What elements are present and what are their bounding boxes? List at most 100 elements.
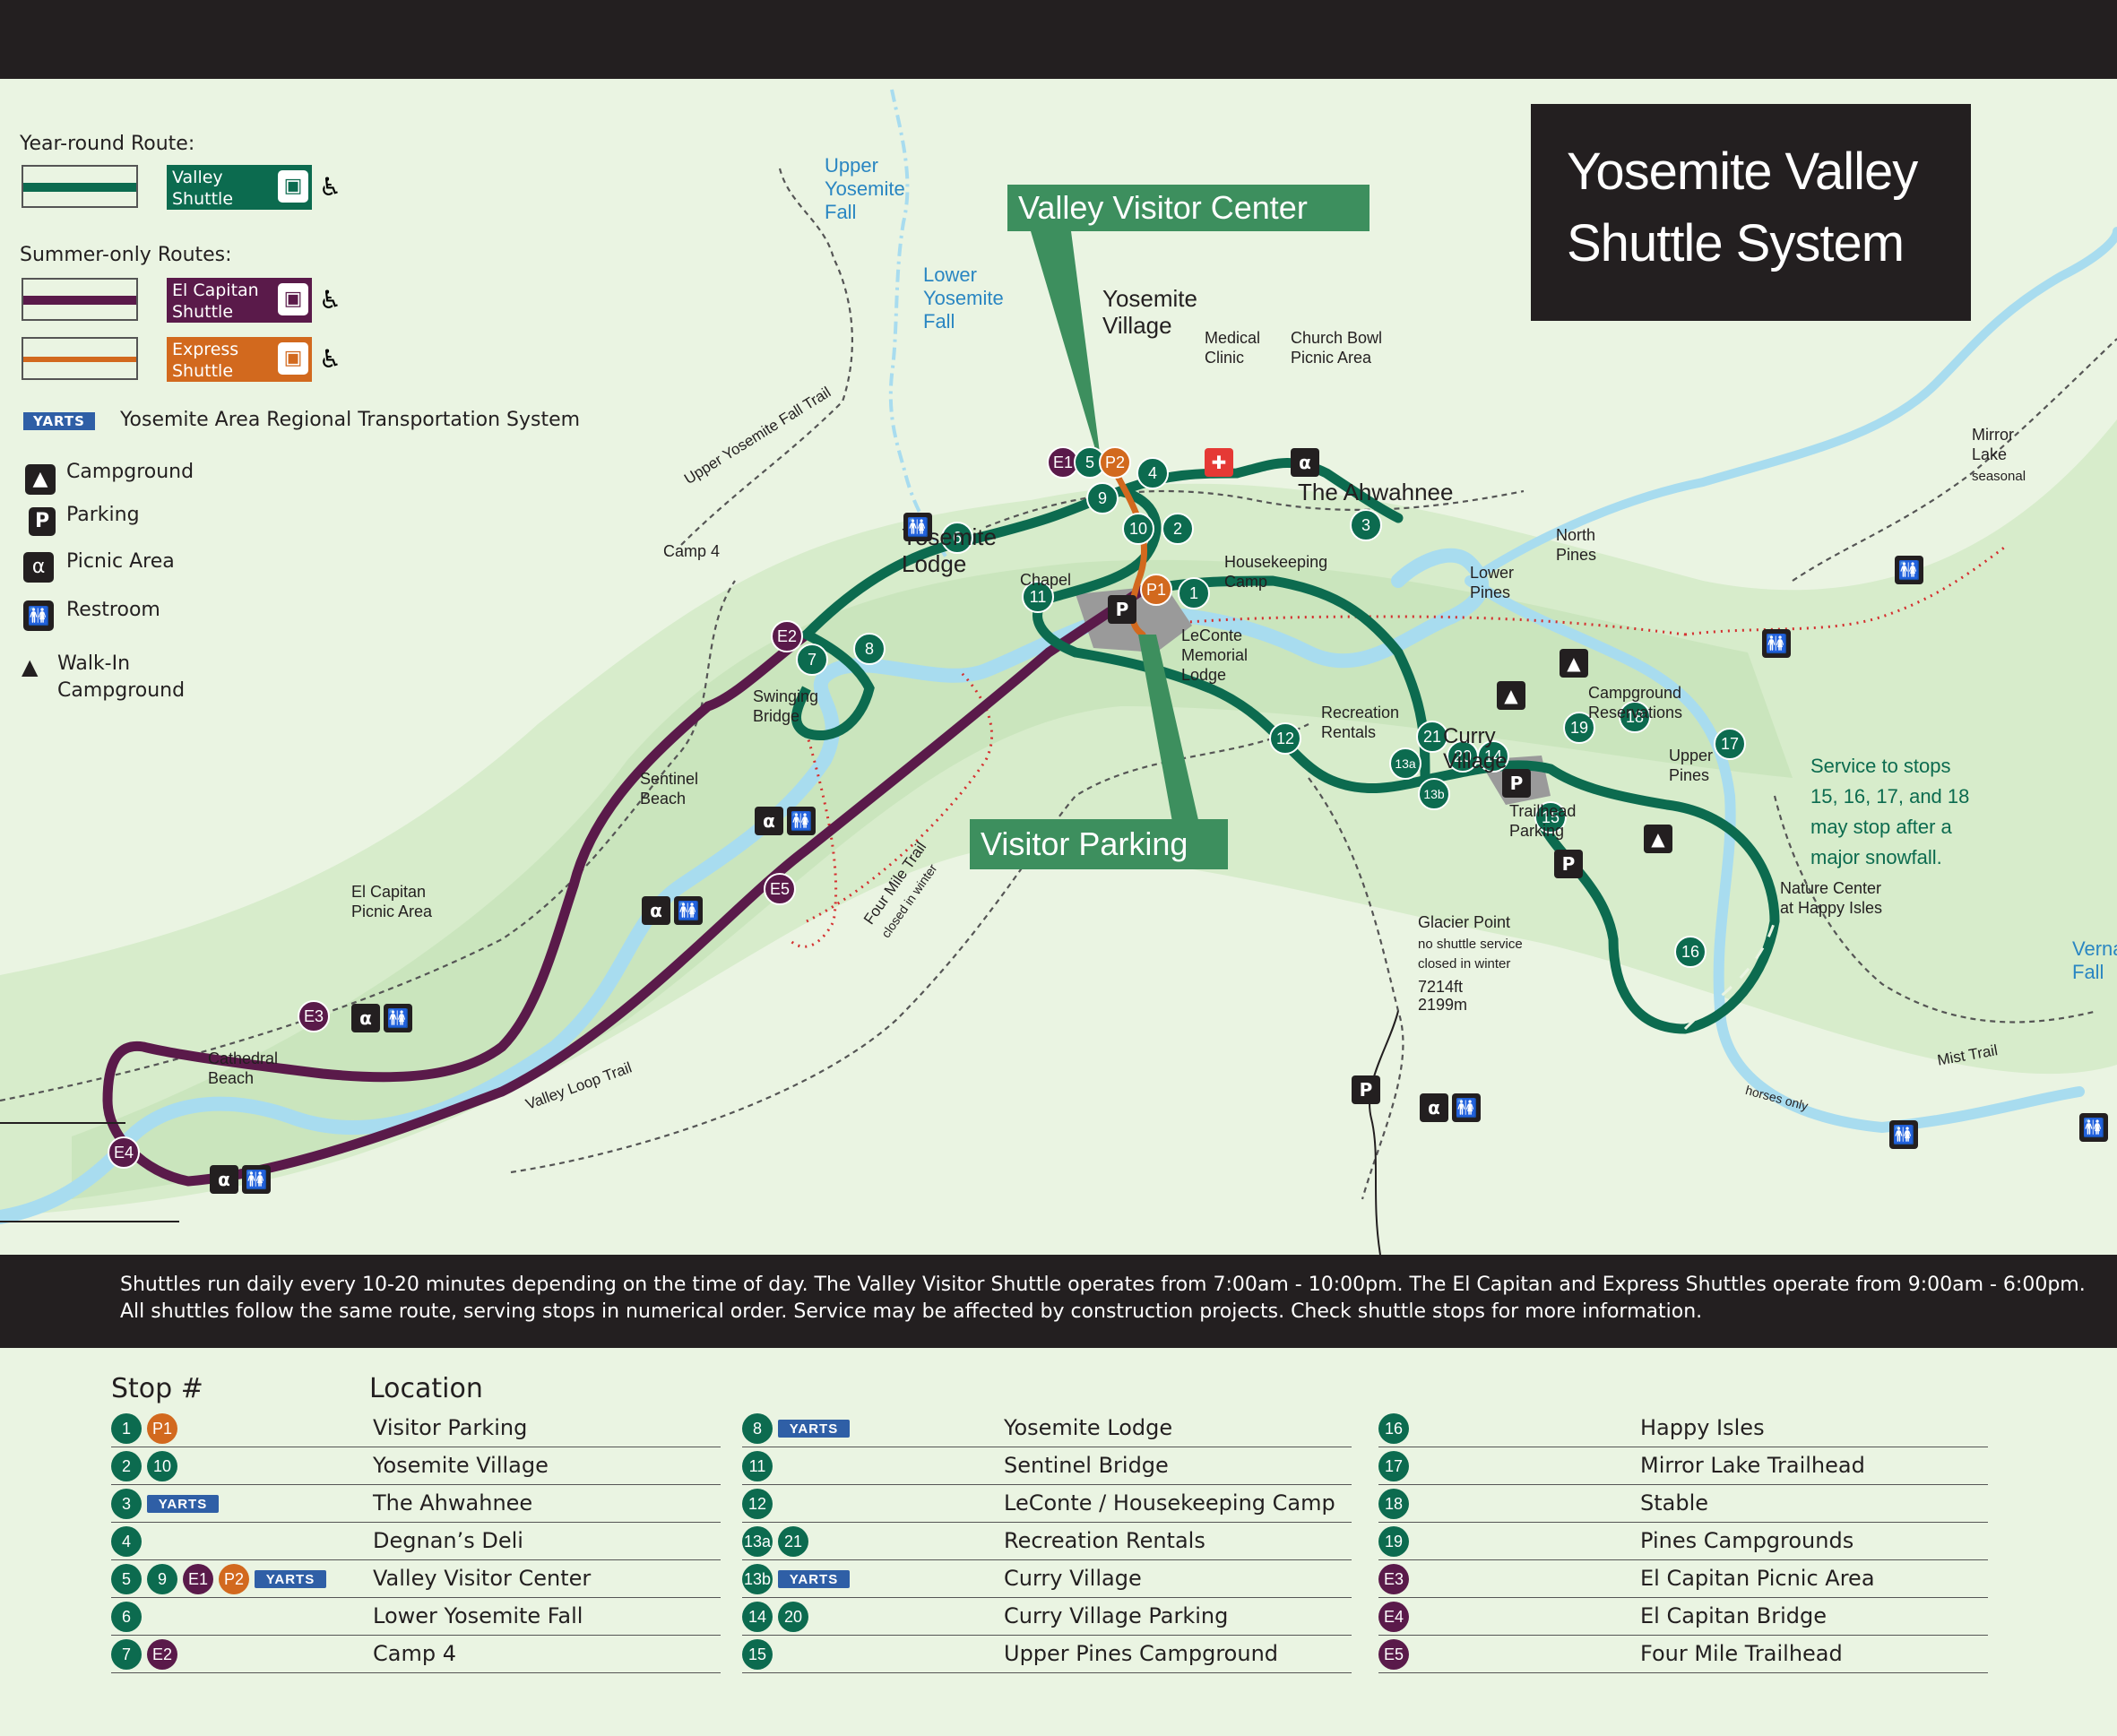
map-stop-P2[interactable]: P2 bbox=[1099, 446, 1131, 479]
stop-badge: 7 bbox=[111, 1639, 142, 1670]
map-stop-E4[interactable]: E4 bbox=[108, 1136, 140, 1169]
stop-badge: 2 bbox=[111, 1451, 142, 1481]
stop-chips: 15 bbox=[742, 1639, 773, 1670]
stop-location: Stable bbox=[1640, 1490, 1709, 1516]
snowfall-service-note: Service to stops 15, 16, 17, and 18 may … bbox=[1810, 755, 1970, 868]
label-elev-m: 2199m bbox=[1418, 996, 1468, 1014]
stop-badge: E2 bbox=[147, 1639, 177, 1670]
map-stop-7[interactable]: 7 bbox=[796, 643, 828, 676]
stop-chips: E3 bbox=[1378, 1564, 1409, 1594]
map-stop-6[interactable]: 6 bbox=[941, 522, 973, 554]
map-stop-E3[interactable]: E3 bbox=[298, 1000, 330, 1032]
map-stop-E2[interactable]: E2 bbox=[771, 620, 803, 652]
map-stop-14[interactable]: 14 bbox=[1477, 740, 1509, 773]
stop-badge: 13a bbox=[742, 1526, 773, 1557]
stop-chips: 16 bbox=[1378, 1413, 1409, 1444]
campground-icon: ▲ bbox=[1560, 649, 1588, 678]
map-stop-16[interactable]: 16 bbox=[1674, 936, 1707, 968]
stop-location: The Ahwahnee bbox=[373, 1490, 533, 1516]
map-stop-E5[interactable]: E5 bbox=[764, 873, 796, 905]
stop-badge: E3 bbox=[1378, 1564, 1409, 1594]
visitor-parking-callout: Visitor Parking bbox=[970, 819, 1228, 869]
map-stop-P1[interactable]: P1 bbox=[1140, 574, 1172, 606]
stop-badge: 15 bbox=[742, 1639, 773, 1670]
map-stop-1[interactable]: 1 bbox=[1178, 577, 1210, 609]
stop-location: Pines Campgrounds bbox=[1640, 1528, 1854, 1553]
stop-chips: 18 bbox=[1378, 1489, 1409, 1519]
map-stop-11[interactable]: 11 bbox=[1022, 581, 1054, 613]
stop-badge: 18 bbox=[1378, 1489, 1409, 1519]
map-stop-8[interactable]: 8 bbox=[853, 633, 886, 665]
map-stop-19[interactable]: 19 bbox=[1563, 712, 1595, 744]
restroom-icon: 🚻 bbox=[1452, 1093, 1481, 1122]
map-stop-4[interactable]: 4 bbox=[1136, 457, 1169, 489]
stop-chips: 12 bbox=[742, 1489, 773, 1519]
label-upper-pines: Upper Pines bbox=[1669, 747, 1714, 784]
yarts-logo: YARTS bbox=[255, 1570, 326, 1588]
legend-valley-badge: Valley Shuttle▣ bbox=[167, 165, 312, 210]
legend-valley-swatch bbox=[22, 165, 138, 208]
label-curry-village: Curry Village bbox=[1443, 724, 1508, 773]
stop-badge: 14 bbox=[742, 1602, 773, 1632]
map-stop-21[interactable]: 21 bbox=[1416, 721, 1448, 753]
stop-chips: 17 bbox=[1378, 1451, 1409, 1481]
label-cathedral-beach: Cathedral Beach bbox=[208, 1049, 279, 1087]
stop-chips: 13b YARTS bbox=[742, 1564, 850, 1594]
yarts-logo: YARTS bbox=[778, 1570, 850, 1588]
label-swinging-bridge: Swinging Bridge bbox=[753, 687, 819, 725]
stop-location: Yosemite Lodge bbox=[1004, 1415, 1173, 1440]
top-bar bbox=[0, 0, 2117, 79]
legend-parking: Parking bbox=[66, 504, 140, 526]
map-stop-18[interactable]: 18 bbox=[1619, 701, 1651, 733]
legend-express-label: Express Shuttle bbox=[172, 340, 239, 381]
map-stop-13b[interactable]: 13b bbox=[1418, 778, 1450, 810]
parking-icon: P bbox=[1352, 1075, 1380, 1104]
campground-icon: ▲ bbox=[1497, 681, 1525, 710]
map-stop-10[interactable]: 10 bbox=[1122, 513, 1154, 545]
stop-badge: 16 bbox=[1378, 1413, 1409, 1444]
map-stop-3[interactable]: 3 bbox=[1350, 509, 1382, 541]
stop-location: Camp 4 bbox=[373, 1641, 456, 1666]
label-mirror-lake: Mirror Lake bbox=[1972, 426, 2014, 463]
label-chapel: Chapel bbox=[1020, 571, 1072, 589]
legend-express-swatch bbox=[22, 337, 138, 380]
map-stop-9[interactable]: 9 bbox=[1086, 482, 1119, 514]
picnic-icon: ⍺ bbox=[755, 807, 783, 835]
stop-location: Curry Village Parking bbox=[1004, 1603, 1229, 1628]
map-stop-15[interactable]: 15 bbox=[1534, 801, 1567, 833]
stop-badge: 19 bbox=[1378, 1526, 1409, 1557]
picnic-icon: ⍺ bbox=[23, 552, 54, 583]
map-stop-2[interactable]: 2 bbox=[1162, 513, 1194, 545]
map-stop-13a[interactable]: 13a bbox=[1389, 747, 1421, 780]
stop-badge: 5 bbox=[111, 1564, 142, 1594]
map-stop-12[interactable]: 12 bbox=[1269, 722, 1301, 755]
restroom-icon: 🚻 bbox=[23, 600, 54, 631]
stop-chips: 19 bbox=[1378, 1526, 1409, 1557]
stop-badge: P1 bbox=[147, 1413, 177, 1444]
restroom-icon: 🚻 bbox=[2079, 1113, 2108, 1142]
picnic-icon: ⍺ bbox=[642, 896, 670, 925]
stop-location: LeConte / Housekeeping Camp bbox=[1004, 1490, 1335, 1516]
label-vernal-fall: Vernal Fall bbox=[2072, 937, 2117, 983]
stop-badge: 21 bbox=[778, 1526, 808, 1557]
map-stop-17[interactable]: 17 bbox=[1714, 728, 1746, 760]
picnic-icon: ⍺ bbox=[351, 1004, 380, 1032]
stop-badge: 6 bbox=[111, 1602, 142, 1632]
table-row: 18 Stable bbox=[1378, 1484, 1988, 1523]
label-upper-yosemite-fall: Upper Yosemite Fall bbox=[825, 154, 905, 223]
stop-badge: 13b bbox=[742, 1564, 773, 1594]
